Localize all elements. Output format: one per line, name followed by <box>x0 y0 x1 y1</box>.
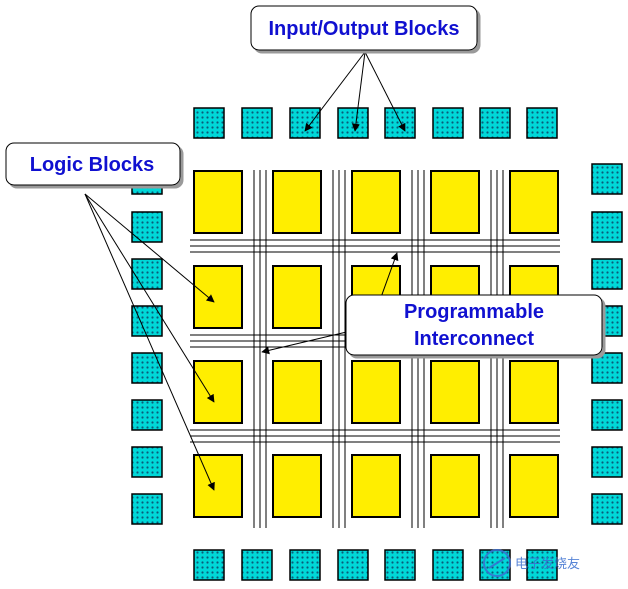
io-block <box>131 258 163 290</box>
watermark-logo-icon <box>483 549 511 577</box>
io-block <box>193 549 225 581</box>
logic-arrow-1 <box>84 193 215 303</box>
interconnect-callout: Programmable Interconnect <box>345 294 603 356</box>
io-block <box>591 258 623 290</box>
io-callout: Input/Output Blocks <box>250 5 478 51</box>
io-block <box>337 549 369 581</box>
io-block <box>384 107 416 139</box>
io-arrow-1 <box>304 51 366 132</box>
logic-block <box>430 360 480 424</box>
io-block <box>591 493 623 525</box>
logic-blocks <box>193 170 559 518</box>
io-block <box>384 549 416 581</box>
io-arrow-3 <box>364 51 406 132</box>
logic-block <box>193 170 243 234</box>
logic-callout-label: Logic Blocks <box>30 154 154 176</box>
io-block <box>241 549 273 581</box>
logic-block <box>351 360 401 424</box>
logic-block <box>272 360 322 424</box>
logic-block <box>430 170 480 234</box>
logic-block <box>193 265 243 329</box>
watermark-text: 电子发烧友 <box>515 556 580 572</box>
io-block <box>337 107 369 139</box>
interconnect-arrow-2 <box>261 329 356 355</box>
io-block <box>289 107 321 139</box>
logic-block <box>351 170 401 234</box>
io-block <box>131 399 163 431</box>
logic-block <box>272 265 322 329</box>
io-block <box>526 549 558 581</box>
logic-block <box>193 454 243 518</box>
logic-callout-box <box>5 142 181 186</box>
interconnect-arrow-1 <box>379 252 399 301</box>
io-block <box>131 305 163 337</box>
io-block <box>591 399 623 431</box>
logic-callout: Logic Blocks <box>5 142 181 186</box>
io-block <box>526 107 558 139</box>
logic-block <box>193 360 243 424</box>
logic-block <box>509 454 559 518</box>
io-block <box>591 352 623 384</box>
io-block <box>591 163 623 195</box>
io-block <box>131 352 163 384</box>
io-block <box>131 446 163 478</box>
logic-block <box>272 454 322 518</box>
interconnect-callout-line2: Interconnect <box>414 328 534 350</box>
io-block <box>591 211 623 243</box>
interconnect-callout-line1: Programmable <box>404 301 544 323</box>
io-block <box>432 107 464 139</box>
io-block <box>193 107 225 139</box>
io-block <box>241 107 273 139</box>
logic-block <box>272 170 322 234</box>
io-block <box>479 107 511 139</box>
io-callout-label: Input/Output Blocks <box>268 18 459 40</box>
logic-block <box>351 454 401 518</box>
logic-block <box>430 454 480 518</box>
io-block <box>289 549 321 581</box>
io-block <box>131 493 163 525</box>
io-block <box>591 446 623 478</box>
logic-arrow-3 <box>84 193 215 491</box>
io-blocks <box>131 107 623 581</box>
watermark-logo: 电子发烧友 <box>483 549 580 577</box>
callout-arrows <box>84 51 406 491</box>
logic-block <box>509 170 559 234</box>
logic-block <box>509 360 559 424</box>
io-arrow-2 <box>351 51 366 132</box>
io-block <box>432 549 464 581</box>
logic-arrow-2 <box>84 193 215 403</box>
io-callout-box <box>250 5 478 51</box>
interconnect-callout-box <box>345 294 603 356</box>
